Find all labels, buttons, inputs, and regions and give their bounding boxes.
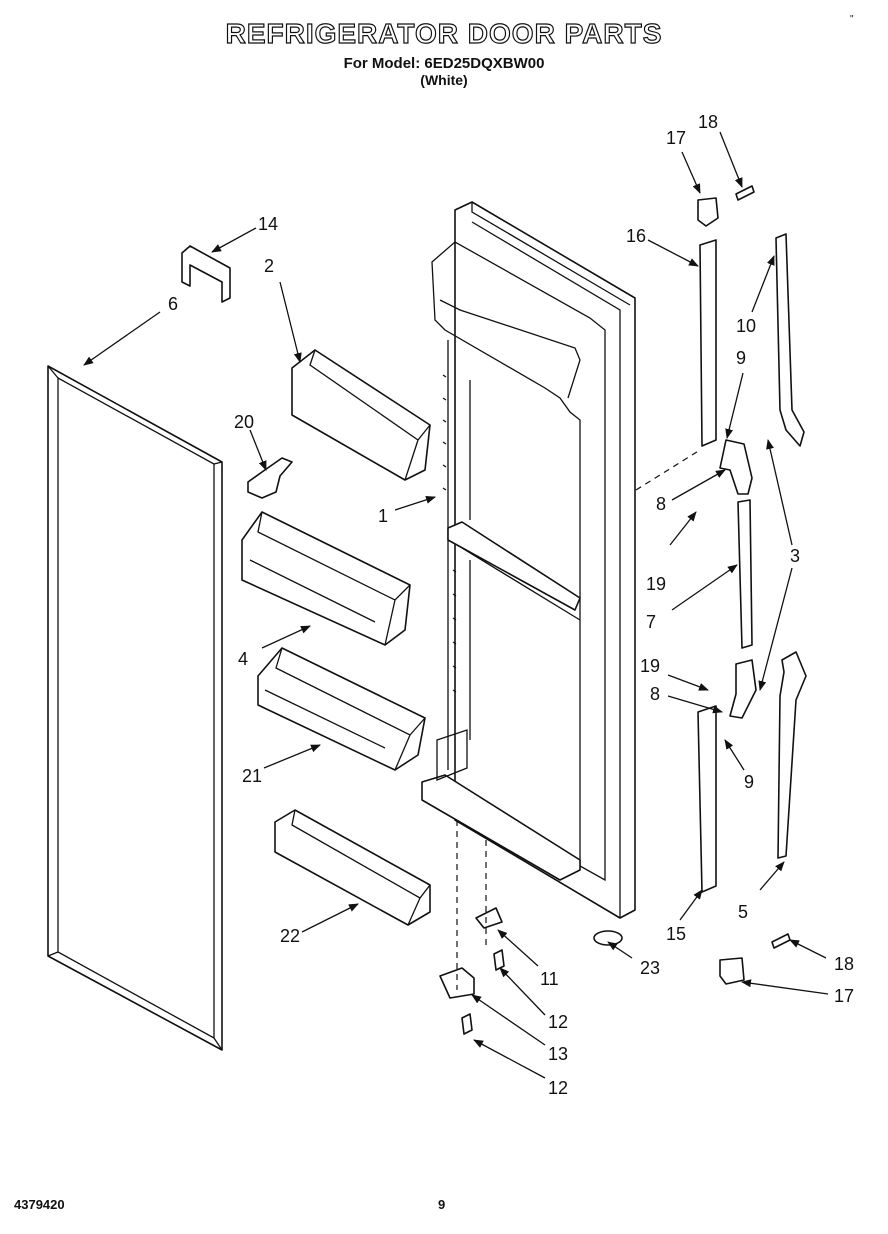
callout-6: 6 <box>168 294 178 314</box>
lower-screw <box>771 933 791 949</box>
upper-handle-bracket <box>719 439 753 495</box>
hinge-bushing <box>593 930 623 946</box>
callout-8-lower: 8 <box>650 684 660 704</box>
callout-15: 15 <box>666 924 686 944</box>
bottom-screw-upper <box>493 949 505 971</box>
callout-22: 22 <box>280 926 300 946</box>
callout-3: 3 <box>790 546 800 566</box>
callout-12-lower: 12 <box>548 1078 568 1098</box>
upper-hinge-cover <box>697 197 719 227</box>
bracket-part <box>247 457 293 499</box>
callout-21: 21 <box>242 766 262 786</box>
callout-14: 14 <box>258 214 278 234</box>
callout-23: 23 <box>640 958 660 978</box>
callout-2: 2 <box>264 256 274 276</box>
bottom-hinge-part <box>475 907 503 929</box>
callout-9-lower: 9 <box>744 772 754 792</box>
callout-18-lower: 18 <box>834 954 854 974</box>
lower-hinge-cover <box>719 957 745 985</box>
handle-trim-strip-lower <box>697 705 717 893</box>
model-line: For Model: 6ED25DQXBW00 <box>343 55 545 72</box>
shelf-bin-upper <box>241 511 411 646</box>
callout-9-upper: 9 <box>736 348 746 368</box>
dairy-bin-part <box>274 809 431 926</box>
callout-8-upper: 8 <box>656 494 666 514</box>
bottom-bracket <box>439 967 475 999</box>
callout-17-lower: 17 <box>834 986 854 1006</box>
callout-19-lower: 19 <box>640 656 660 676</box>
callout-1: 1 <box>378 506 388 526</box>
color-line: (White) <box>420 72 468 88</box>
callout-20: 20 <box>234 412 254 432</box>
callout-leaders <box>83 131 829 1079</box>
callout-labels: 1 2 3 4 5 6 7 8 8 9 9 10 11 12 12 13 14 … <box>168 112 854 1098</box>
upper-handle-part <box>775 233 805 447</box>
callout-10: 10 <box>736 316 756 336</box>
corner-mark: " <box>850 14 854 25</box>
callout-5: 5 <box>738 902 748 922</box>
callout-19-upper: 19 <box>646 574 666 594</box>
lower-handle-bracket <box>729 659 757 719</box>
upper-screw <box>735 185 755 201</box>
callout-16: 16 <box>626 226 646 246</box>
door-gasket-part <box>47 365 223 1051</box>
callout-17-upper: 17 <box>666 128 686 148</box>
callout-18-upper: 18 <box>698 112 718 132</box>
page-number: 9 <box>438 1197 446 1212</box>
callout-12-upper: 12 <box>548 1012 568 1032</box>
door-liner-part <box>421 201 636 919</box>
lower-handle-part <box>777 651 807 859</box>
document-number: 4379420 <box>14 1197 65 1212</box>
callout-13: 13 <box>548 1044 568 1064</box>
shelf-bin-lower <box>257 647 426 771</box>
bottom-screw-lower <box>461 1013 473 1035</box>
callout-4: 4 <box>238 649 248 669</box>
callout-7: 7 <box>646 612 656 632</box>
handle-trim-strip-middle <box>737 499 753 649</box>
clip-part <box>181 245 231 303</box>
hinge-axis-line <box>456 449 701 990</box>
upper-cover-part <box>291 349 431 481</box>
callout-11: 11 <box>540 969 559 989</box>
page-title: REFRIGERATOR DOOR PARTS <box>225 17 663 49</box>
handle-trim-strip-upper <box>699 239 717 447</box>
